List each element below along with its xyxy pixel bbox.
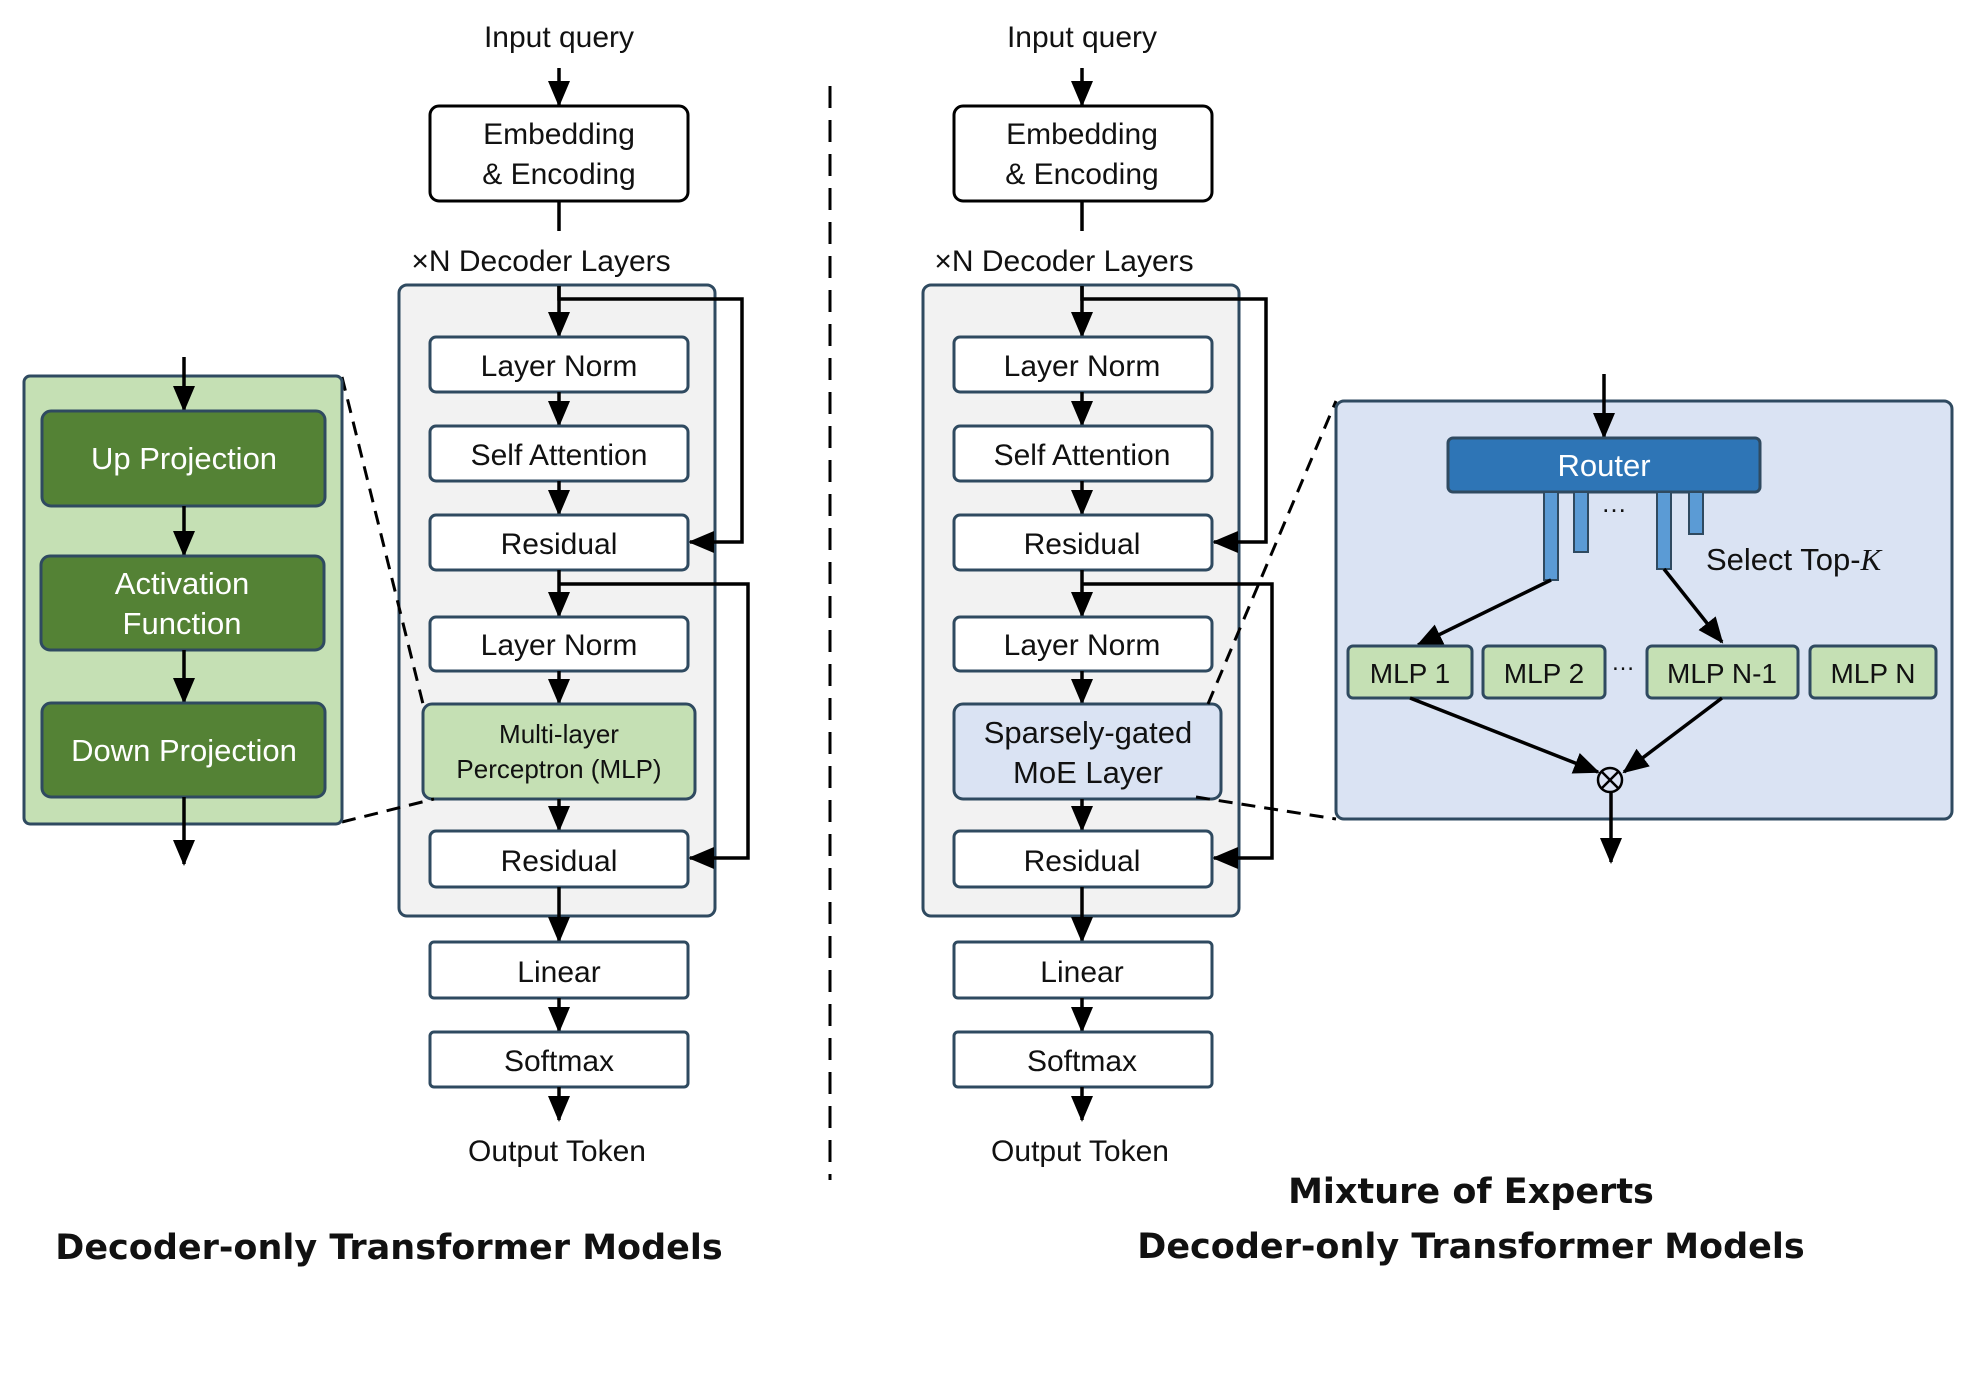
self-attention-label: Self Attention — [994, 439, 1171, 472]
combine-arrow-2 — [1622, 696, 1724, 774]
layer-norm-2-label: Layer Norm — [481, 629, 638, 662]
decoder-layers-label: ×N Decoder Layers — [411, 245, 670, 278]
expert-mlp-n — [1808, 644, 1938, 700]
left-diagram: Input query Embedding & Encoding ×N Deco… — [22, 21, 750, 1268]
gate-score-bar — [1656, 491, 1672, 570]
layer-norm-2-label: Layer Norm — [1004, 629, 1161, 662]
mlp-label-1: Multi-layer — [499, 719, 619, 749]
linear-label: Linear — [1040, 956, 1123, 989]
embedding-label-1: Embedding — [483, 118, 635, 151]
input-query-label: Input query — [1007, 21, 1157, 54]
gate-score-bar — [1573, 491, 1589, 553]
gate-ellipsis: … — [1601, 488, 1627, 518]
expert-mlp-2-label: MLP 2 — [1504, 658, 1584, 689]
embedding-label-2: & Encoding — [482, 158, 635, 191]
moe-layer-box — [952, 702, 1223, 801]
expert-mlp-1-label: MLP 1 — [1370, 658, 1450, 689]
expert-mlp-n-label: MLP N — [1830, 658, 1915, 689]
combine-arrow-1 — [1409, 696, 1600, 774]
residual-skip-2 — [1082, 582, 1274, 869]
gate-score-bar — [1543, 491, 1559, 581]
zoom-dash-bottom — [341, 797, 435, 824]
decoder-layers-label: ×N Decoder Layers — [934, 245, 1193, 278]
select-top-k-label: Select Top-K — [1706, 542, 1884, 577]
mlp-label-2: Perceptron (MLP) — [456, 754, 661, 784]
layer-norm-1-label: Layer Norm — [1004, 350, 1161, 383]
moe-detail-panel — [1334, 399, 1954, 821]
moe-label-1: Sparsely-gated — [984, 715, 1193, 750]
softmax-label: Softmax — [1027, 1045, 1137, 1078]
route-arrow-2 — [1662, 567, 1724, 644]
softmax-label: Softmax — [504, 1045, 614, 1078]
right-title-line-1: Mixture of Experts — [1288, 1172, 1654, 1212]
residual-2-label: Residual — [501, 845, 618, 878]
left-title: Decoder-only Transformer Models — [55, 1228, 722, 1268]
moe-label-2: MoE Layer — [1013, 755, 1163, 790]
weighted-sum-icon — [1596, 766, 1624, 794]
zoom-dash-bottom — [1195, 795, 1337, 821]
expert-mlp-2 — [1481, 644, 1607, 700]
right-diagram: Input query Embedding & Encoding ×N Deco… — [921, 21, 1954, 1267]
zoom-dash-top — [340, 376, 425, 705]
expert-mlp-n-1 — [1645, 644, 1800, 700]
residual-skip-2 — [559, 582, 750, 869]
linear-label: Linear — [517, 956, 600, 989]
right-title-line-2: Decoder-only Transformer Models — [1137, 1227, 1804, 1267]
experts-ellipsis: … — [1611, 649, 1635, 676]
embedding-label-1: Embedding — [1006, 118, 1158, 151]
router-label: Router — [1557, 448, 1650, 483]
up-projection-label: Up Projection — [91, 441, 277, 476]
residual-2-label: Residual — [1024, 845, 1141, 878]
output-token-label: Output Token — [991, 1135, 1169, 1168]
output-token-label: Output Token — [468, 1135, 646, 1168]
input-query-label: Input query — [484, 21, 634, 54]
activation-label-2: Function — [123, 606, 242, 641]
layer-norm-1-label: Layer Norm — [481, 350, 638, 383]
activation-label-1: Activation — [115, 566, 249, 601]
route-arrow-1 — [1416, 578, 1552, 647]
zoom-dash-top — [1206, 400, 1338, 705]
residual-1-label: Residual — [501, 528, 618, 561]
embedding-label-2: & Encoding — [1005, 158, 1158, 191]
router-box — [1446, 436, 1762, 494]
expert-mlp-n-1-label: MLP N-1 — [1667, 658, 1777, 689]
self-attention-label: Self Attention — [471, 439, 648, 472]
residual-1-label: Residual — [1024, 528, 1141, 561]
gate-score-bar — [1688, 491, 1704, 535]
down-projection-label: Down Projection — [71, 733, 297, 768]
